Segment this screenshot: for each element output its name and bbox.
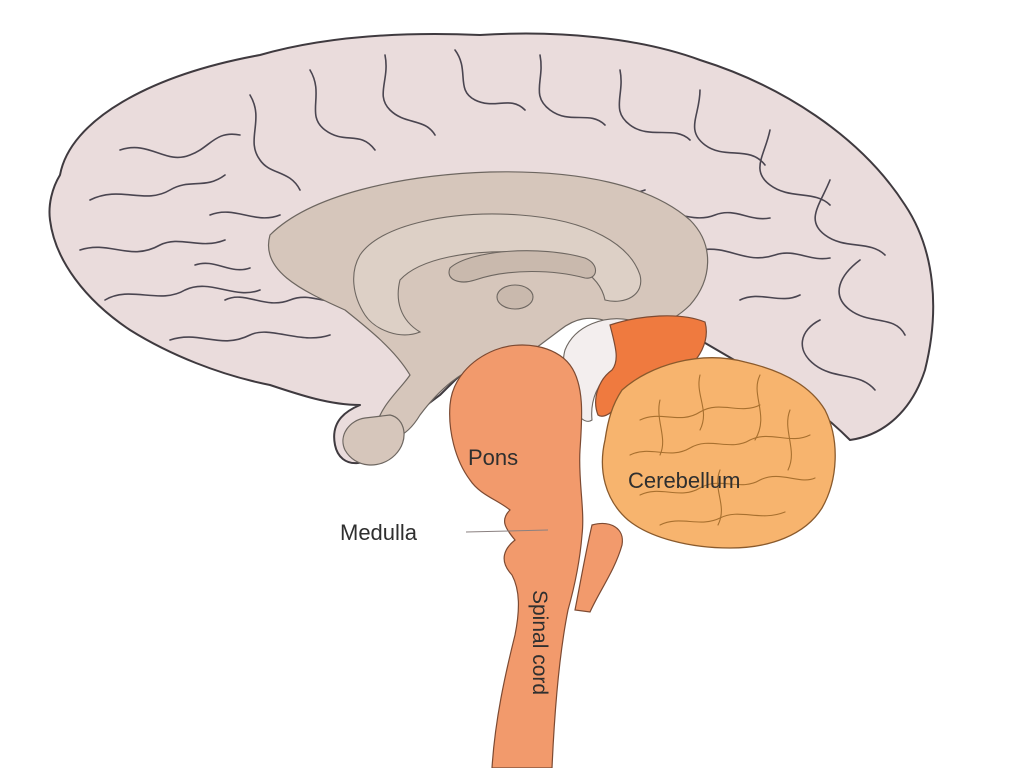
pons-label: Pons xyxy=(468,445,518,470)
posterior-brainstem xyxy=(574,523,623,613)
spinal-cord-label: Spinal cord xyxy=(528,590,551,695)
cerebellum xyxy=(601,357,836,549)
fornix xyxy=(448,250,597,283)
brainstem xyxy=(449,344,584,768)
medulla-label: Medulla xyxy=(340,520,418,545)
thalamus xyxy=(496,284,534,310)
cortex-folds xyxy=(79,49,906,391)
cerebellum-folia xyxy=(629,374,816,526)
pituitary xyxy=(342,414,405,466)
cerebellum-label: Cerebellum xyxy=(628,468,741,493)
medulla-leader-line xyxy=(465,529,549,533)
